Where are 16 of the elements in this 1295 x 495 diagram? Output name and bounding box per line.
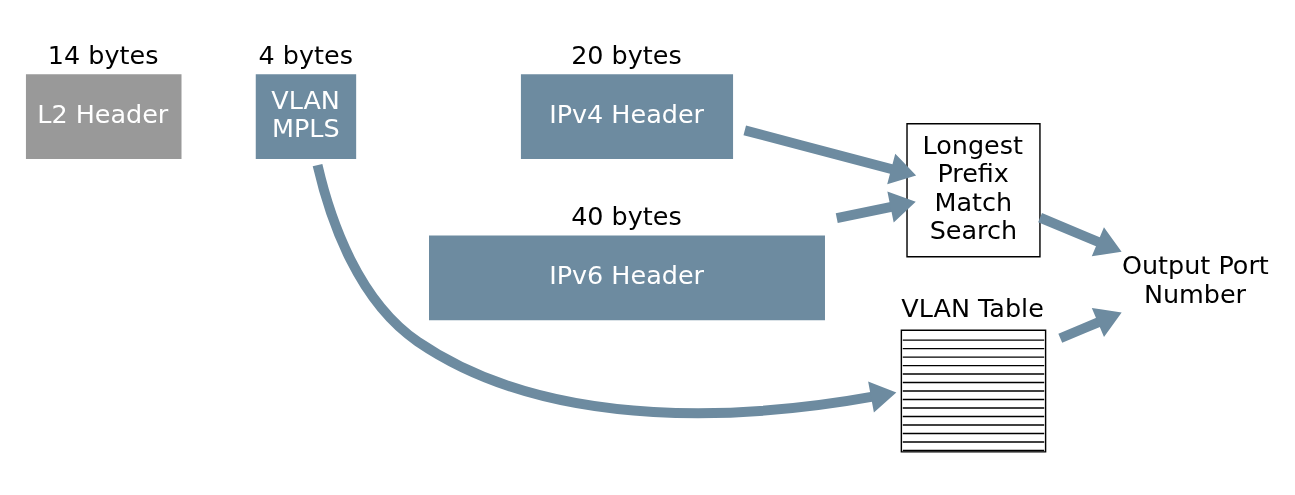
node-box: IPv6 Header [429, 235, 825, 321]
arrow [835, 191, 916, 223]
node-label: VLAN Table [901, 292, 1044, 323]
arrow [743, 125, 917, 185]
arrow [1038, 213, 1122, 257]
node-box: Longest Prefix Match Search [906, 123, 1041, 258]
node-label: 20 bytes [571, 39, 682, 70]
node-box: IPv4 Header [520, 74, 734, 160]
node-label: 4 bytes [258, 39, 353, 70]
node-box: VLAN MPLS [255, 74, 357, 160]
node-box: L2 Header [25, 74, 182, 160]
arrow [312, 164, 897, 419]
arrow [1058, 307, 1122, 343]
node-label: 14 bytes [47, 39, 159, 70]
node-text: Output Port Number [1121, 250, 1269, 309]
node-label: 40 bytes [571, 200, 682, 231]
